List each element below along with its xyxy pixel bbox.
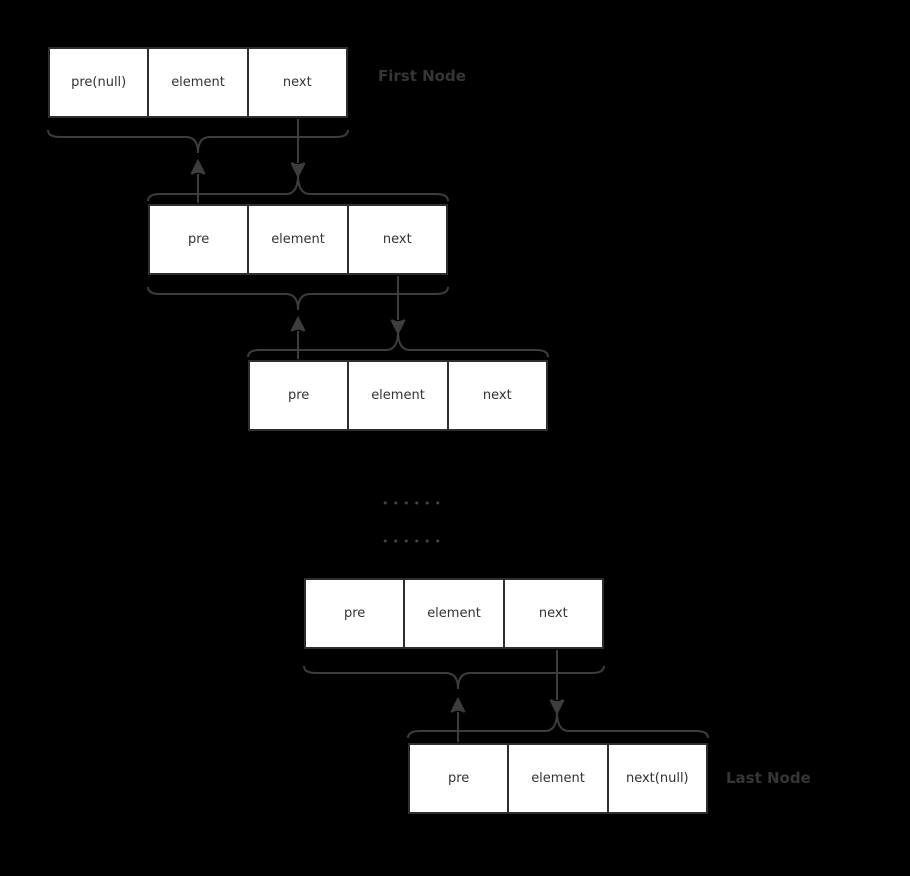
cell-next: next <box>446 362 546 429</box>
cell-pre: pre(null) <box>71 75 127 90</box>
cell-pre: pre <box>188 232 210 247</box>
cell-next: next(null) <box>606 745 706 812</box>
node-first: pre(null) element next <box>48 47 348 118</box>
cell-pre: pre <box>288 388 310 403</box>
next-pointer-arrow-icon <box>390 276 406 336</box>
brace-above-second-node <box>147 174 449 202</box>
node-third: pre element next <box>248 360 548 431</box>
cell-element: element <box>403 580 502 647</box>
node-last: pre element next(null) <box>408 743 708 814</box>
cell-element: element <box>347 362 446 429</box>
cell-element: element <box>247 206 346 273</box>
cell-element: element <box>507 745 606 812</box>
brace-above-last-node <box>407 711 709 739</box>
cell-pre: pre <box>344 606 366 621</box>
cell-next: next <box>502 580 602 647</box>
next-pointer-arrow-icon <box>290 119 306 179</box>
first-node-label: First Node <box>378 67 466 85</box>
cell-next: next <box>246 49 346 116</box>
brace-below-first-node <box>47 129 349 154</box>
transition-first-second <box>47 119 449 203</box>
last-node-label: Last Node <box>726 769 811 787</box>
node-second: pre element next <box>148 204 448 275</box>
next-pointer-arrow-icon <box>549 650 565 716</box>
brace-above-third-node <box>247 330 549 358</box>
prev-pointer-arrow-icon <box>290 315 306 359</box>
ellipsis-row: •••••• <box>382 535 445 548</box>
transition-fourth-last <box>303 650 709 742</box>
ellipsis-row: •••••• <box>382 497 445 510</box>
prev-pointer-arrow-icon <box>450 696 466 742</box>
cell-element: element <box>147 49 246 116</box>
node-fourth: pre element next <box>304 578 604 649</box>
brace-below-second-node <box>147 286 449 311</box>
cell-next: next <box>346 206 446 273</box>
transition-second-third <box>147 276 549 359</box>
cell-pre: pre <box>448 771 470 786</box>
prev-pointer-arrow-icon <box>190 158 206 203</box>
brace-below-fourth-node <box>303 665 605 690</box>
